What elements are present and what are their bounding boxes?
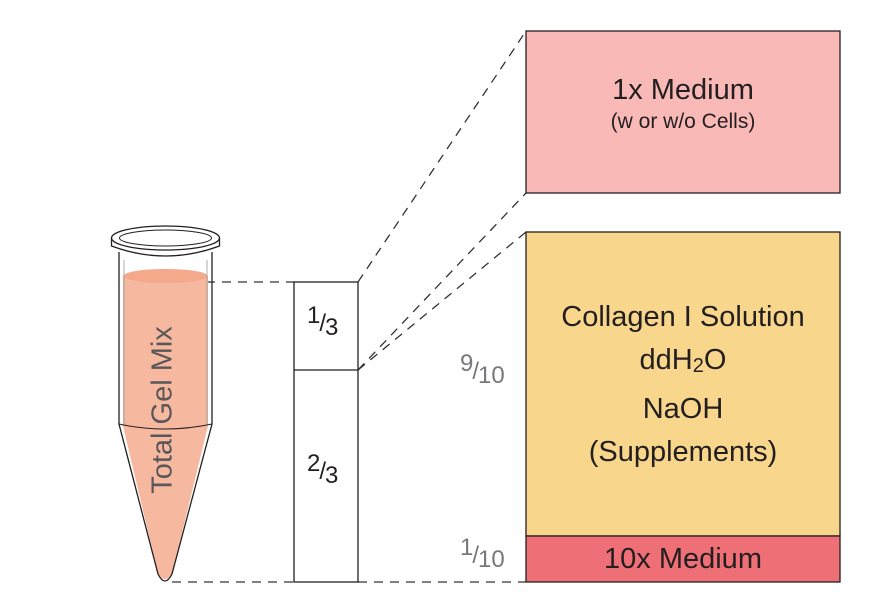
tube-rim-inner [119,229,212,247]
fraction-denominator: 3 [325,314,339,341]
box-1x-medium-title: 1x Medium [612,74,754,106]
guide-to-1x-top [357,30,527,283]
box-collagen-text: Collagen I Solution ddH2O NaOH (Suppleme… [526,296,840,474]
box-1x-medium [525,30,841,194]
supplements-line: (Supplements) [588,436,778,468]
guide-to-1x-bottom [357,192,527,371]
ddh2o-subscript: 2 [692,355,704,377]
tube-rim-lower [110,238,221,257]
fraction-numerator: 2 [307,450,321,477]
tube-body-outline [118,252,213,582]
ddh2o-suffix: O [703,344,727,376]
tube-gel-fill [123,276,208,579]
box-10x-medium [525,535,841,583]
box-1x-medium-text: 1x Medium (w or w/o Cells) [526,72,840,136]
fraction-numerator: 1 [460,534,474,561]
fraction-one-third: 1/3 [307,302,339,341]
guide-lines [172,30,527,583]
box-1x-medium-subtitle: (w or w/o Cells) [610,110,756,133]
guide-to-collagen-top [357,231,527,371]
box-collagen [525,231,841,537]
ddh2o-prefix: ddH [639,344,693,376]
fraction-denominator: 10 [478,362,505,389]
tube-icon [110,225,221,582]
tube-gel-surface [123,269,208,283]
naoh-line: NaOH [642,393,724,425]
tube-inner-wall [123,260,208,424]
box-10x-medium-title: 10x Medium [604,543,762,575]
tube-label: Total Gel Mix [146,326,179,494]
fraction-numerator: 1 [307,302,321,329]
fraction-denominator: 3 [325,462,339,489]
collagen-line: Collagen I Solution [561,301,805,333]
fraction-nine-tenths: 9/10 [460,350,505,389]
fraction-numerator: 9 [460,350,474,377]
ddh2o-line: ddH2O [526,339,840,388]
fraction-denominator: 10 [478,546,505,573]
tube-conical-line [118,423,213,430]
fraction-two-thirds: 2/3 [307,450,339,489]
fraction-column [293,281,359,583]
fraction-one-tenth: 1/10 [460,534,505,573]
